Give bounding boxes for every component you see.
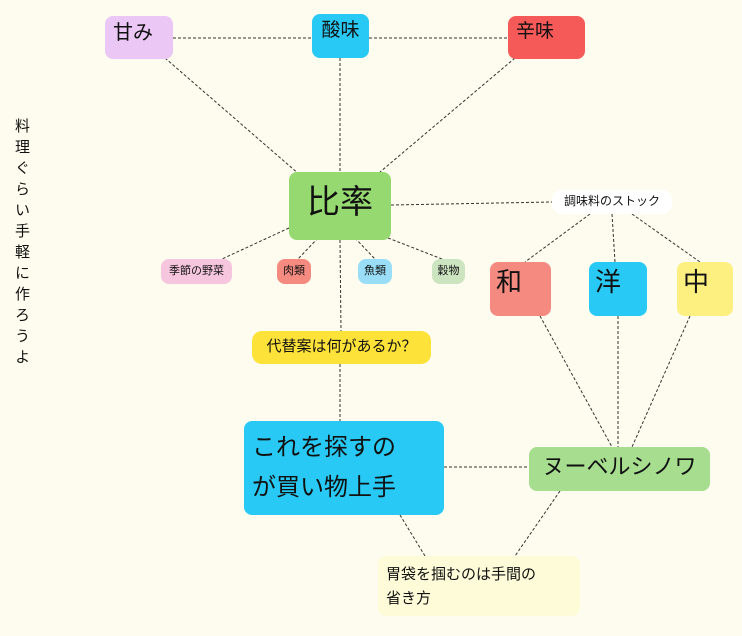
node-daitai[interactable]: 代替案は何があるか？ [252, 331, 431, 364]
node-kisetsu[interactable]: 季節の野菜 [161, 259, 232, 284]
connector-line [524, 213, 591, 263]
node-stock[interactable]: 調味料のストック [552, 190, 672, 214]
node-ibukuro-line-2: 省き方 [386, 589, 432, 607]
connector-line [399, 514, 426, 557]
node-nouvelle-chinois[interactable]: ヌーベルシノワ [529, 447, 710, 491]
node-sanmi[interactable]: 酸味 [312, 14, 369, 58]
connector-line [297, 237, 319, 260]
connector-line [631, 315, 691, 448]
connector-line [514, 490, 561, 557]
connector-line [354, 237, 376, 260]
connector-line [539, 315, 613, 448]
node-karami[interactable]: 辛味 [508, 16, 585, 59]
node-sakana[interactable]: 魚類 [358, 259, 392, 284]
node-ibukuro-line-1: 胃袋を掴むのは手間の [386, 565, 537, 583]
node-hiritsu[interactable]: 比率 [289, 172, 391, 240]
side-title: 料理ぐらい手軽に作ろうよ [13, 118, 31, 370]
connector-line [164, 57, 301, 176]
connector-line [379, 57, 516, 173]
node-sagasu-line-1: これを探すの [252, 433, 396, 461]
node-wa[interactable]: 和 [490, 262, 551, 316]
node-niku[interactable]: 肉類 [277, 259, 311, 284]
node-amami[interactable]: 甘み [105, 16, 173, 59]
node-you[interactable]: 洋 [589, 262, 647, 316]
node-ibukuro[interactable]: 胃袋を掴むのは手間の 省き方 [378, 556, 580, 616]
connector-line [631, 213, 701, 263]
node-chuu[interactable]: 中 [677, 262, 733, 316]
connector-line [390, 201, 553, 206]
connector-line [339, 239, 342, 332]
node-sagasu-line-2: が買い物上手 [252, 473, 396, 501]
node-sagasu[interactable]: これを探すの が買い物上手 [244, 421, 444, 515]
connector-line [387, 237, 443, 260]
connector-line [221, 227, 290, 260]
connector-line [611, 213, 616, 263]
node-koku[interactable]: 穀物 [432, 259, 465, 284]
